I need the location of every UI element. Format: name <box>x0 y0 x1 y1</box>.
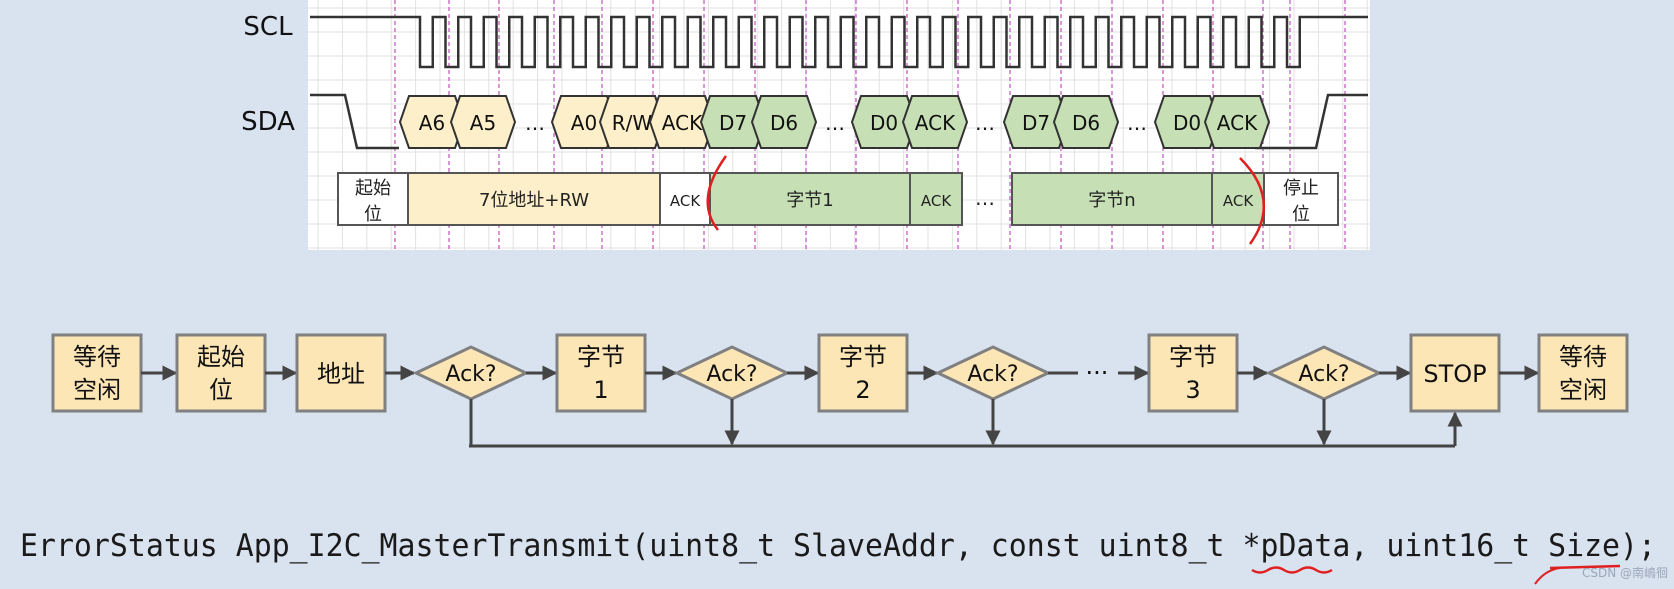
flow-ack-4-label: Ack? <box>1298 362 1349 387</box>
flow-address-label: 地址 <box>317 360 365 388</box>
flow-byte3-label-2: 3 <box>1185 376 1200 404</box>
flow-byte2 <box>817 333 909 413</box>
sda-cell-label: … <box>825 111 845 135</box>
stop-bit-label-1: 停止 <box>1283 178 1319 199</box>
address-box <box>407 172 661 226</box>
ack-box-3-label: ACK <box>1223 192 1254 210</box>
sda-start-transition <box>310 93 399 150</box>
sda-cell-label: … <box>975 111 995 135</box>
sda-cell-label: D0 <box>1173 111 1201 135</box>
flow-wait-idle-label-2: 空闲 <box>73 376 121 404</box>
sda-cell <box>1203 95 1271 149</box>
sda-cell-label: A5 <box>470 111 496 135</box>
annotation-arc-left <box>706 155 728 231</box>
flow-byte2-label-1: 字节 <box>839 343 887 371</box>
stop-bit-box <box>1263 172 1339 226</box>
frame-ellipsis: … <box>975 186 995 210</box>
function-signature: ErrorStatus App_I2C_MasterTransmit(uint8… <box>20 528 1656 564</box>
sda-cell-label: D7 <box>719 111 747 135</box>
annotation-stroke <box>1534 567 1561 585</box>
sda-stop-transition <box>1255 93 1368 150</box>
flow-ack-3-label: Ack? <box>967 362 1018 387</box>
flow-stop <box>1409 333 1501 413</box>
flow-stop-label: STOP <box>1423 360 1486 388</box>
byte1-box-label: 字节1 <box>786 190 833 211</box>
sda-cell-label: D6 <box>1072 111 1100 135</box>
annotation-underline-pdata <box>1251 566 1333 574</box>
flow-ellipsis: ··· <box>1086 359 1109 387</box>
flow-start-label-2: 位 <box>209 376 233 404</box>
sda-cell-label: ACK <box>662 111 703 135</box>
scl-waveform <box>310 15 1368 69</box>
flow-start <box>175 333 267 413</box>
address-box-label: 7位地址+RW <box>479 190 589 211</box>
start-bit-label-2: 位 <box>364 204 382 225</box>
flow-wait-idle-label-1: 等待 <box>73 343 121 371</box>
sda-cell <box>1052 95 1120 149</box>
ack-box-2-label: ACK <box>921 192 952 210</box>
sda-cell <box>449 95 517 149</box>
flow-byte1 <box>555 333 647 413</box>
scl-label: SCL <box>243 12 293 42</box>
flow-ack-1-label: Ack? <box>445 362 496 387</box>
annotation-underline-size <box>1549 564 1621 570</box>
flow-byte1-label-2: 1 <box>593 376 608 404</box>
flow-wait-idle <box>51 333 143 413</box>
start-bit-box <box>337 172 409 226</box>
flow-address <box>295 333 387 413</box>
sda-cell-label: D7 <box>1022 111 1050 135</box>
flow-wait-idle-end-label-1: 等待 <box>1559 343 1607 371</box>
flow-byte1-label-1: 字节 <box>577 343 625 371</box>
sda-cell-label: ACK <box>915 111 956 135</box>
annotation-arc-right <box>1239 157 1266 245</box>
ack-box-1-label: ACK <box>670 192 701 210</box>
sda-cell-label: A6 <box>419 111 445 135</box>
sda-cell <box>750 95 818 149</box>
sda-cell-label: ACK <box>1217 111 1258 135</box>
watermark: CSDN @南嶋徊 <box>1582 565 1668 580</box>
ack-box-1 <box>659 172 711 226</box>
byte1-box <box>709 172 911 226</box>
sda-cell-label: A0 <box>571 111 597 135</box>
stop-bit-label-2: 位 <box>1292 204 1310 225</box>
flow-ack-2-label: Ack? <box>706 362 757 387</box>
flow-byte2-label-2: 2 <box>855 376 870 404</box>
flow-start-label-1: 起始 <box>197 343 245 371</box>
flow-wait-idle-end <box>1537 333 1629 413</box>
byten-box <box>1011 172 1213 226</box>
ack-box-2 <box>909 172 963 226</box>
start-bit-label-1: 起始 <box>355 178 391 199</box>
sda-label: SDA <box>241 107 295 137</box>
flow-wait-idle-end-label-2: 空闲 <box>1559 376 1607 404</box>
sda-cell <box>901 95 969 149</box>
sda-cell-row: A6 A5 … A0 R/W ACK D7 D6 … D0 ACK … D7 D6 … D0 ACK <box>398 95 1271 149</box>
sda-cell-label: … <box>1127 111 1147 135</box>
flow-byte3-label-1: 字节 <box>1169 343 1217 371</box>
sda-cell-label: D6 <box>770 111 798 135</box>
flow-byte3 <box>1147 333 1239 413</box>
sda-cell-label: … <box>525 111 545 135</box>
sda-cell-label: D0 <box>870 111 898 135</box>
byten-box-label: 字节n <box>1088 190 1135 211</box>
sda-cell-label: R/W <box>612 111 653 135</box>
frame-row: 起始 位 7位地址+RW ACK 字节1 ACK … 字节n ACK 停止 位 <box>337 172 1339 226</box>
